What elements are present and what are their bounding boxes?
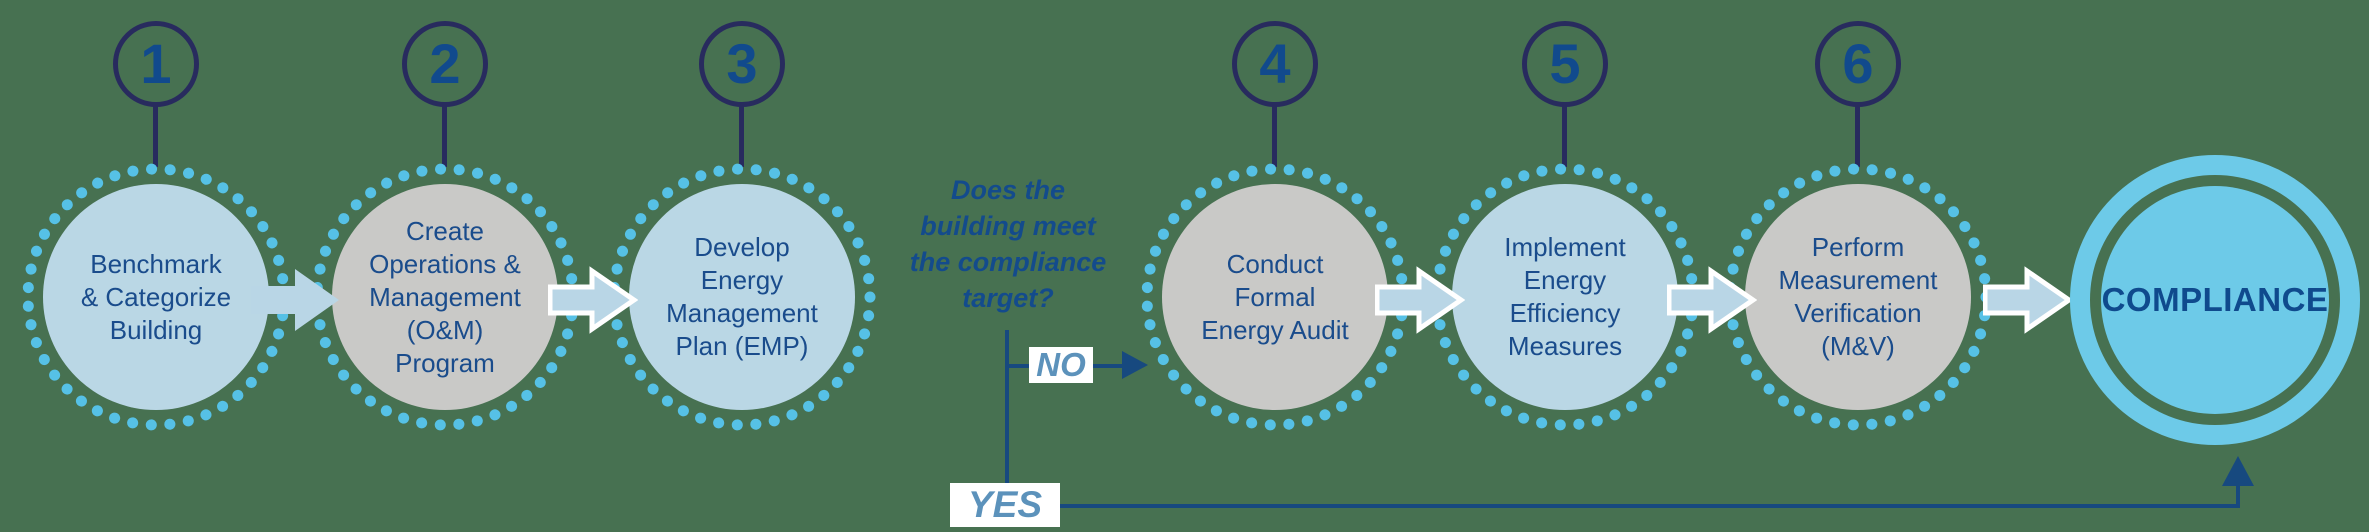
step-3: 3 Develop Energy Management Plan (EMP) <box>604 0 880 532</box>
step-1: 1 Benchmark & Categorize Building <box>18 0 294 532</box>
flow-arrow-icon <box>251 269 339 331</box>
step-5-bubble: Implement Energy Efficiency Measures <box>1452 184 1678 410</box>
step-number: 3 <box>726 32 758 95</box>
step-1-bubble: Benchmark & Categorize Building <box>43 184 269 410</box>
step-3-number-badge: 3 <box>699 21 785 107</box>
step-4-label: Conduct Formal Energy Audit <box>1201 248 1349 345</box>
flow-arrow-icon <box>1375 266 1465 334</box>
step-2-number-badge: 2 <box>402 21 488 107</box>
compliance-circle: COMPLIANCE <box>2101 186 2329 414</box>
step-2-connector-line <box>442 105 447 167</box>
step-number: 2 <box>429 32 461 95</box>
step-1-connector-line <box>153 105 158 167</box>
step-2-label: Create Operations & Management (O&M) Pro… <box>369 215 521 378</box>
decision-question: Does the building meet the compliance ta… <box>909 175 1107 313</box>
step-4-bubble: Conduct Formal Energy Audit <box>1162 184 1388 410</box>
step-number: 4 <box>1259 32 1291 95</box>
flow-arrow-icon <box>1667 266 1757 334</box>
yes-arrowhead-icon <box>2222 456 2254 486</box>
yes-branch-vertical-line <box>2236 486 2240 508</box>
step-4-number-badge: 4 <box>1232 21 1318 107</box>
step-6-number-badge: 6 <box>1815 21 1901 107</box>
no-label: NO <box>1029 346 1093 383</box>
step-3-label: Develop Energy Management Plan (EMP) <box>666 232 818 361</box>
step-5-connector-line <box>1562 105 1567 167</box>
step-2-bubble: Create Operations & Management (O&M) Pro… <box>332 184 558 410</box>
no-arrowhead-icon <box>1122 351 1148 379</box>
step-1-number-badge: 1 <box>113 21 199 107</box>
step-5-label: Implement Energy Efficiency Measures <box>1504 232 1626 361</box>
step-3-bubble: Develop Energy Management Plan (EMP) <box>629 184 855 410</box>
step-5-number-badge: 5 <box>1522 21 1608 107</box>
step-6: 6 Perform Measurement Verification (M&V) <box>1720 0 1996 532</box>
yes-label: YES <box>950 483 1060 527</box>
step-1-label: Benchmark & Categorize Building <box>80 248 232 345</box>
step-5: 5 Implement Energy Efficiency Measures <box>1427 0 1703 532</box>
step-2: 2 Create Operations & Management (O&M) P… <box>307 0 583 532</box>
step-4: 4 Conduct Formal Energy Audit <box>1137 0 1413 532</box>
step-4-connector-line <box>1272 105 1277 167</box>
decision-stem-line <box>1005 330 1009 486</box>
step-number: 5 <box>1549 32 1581 95</box>
step-6-connector-line <box>1855 105 1860 167</box>
step-6-label: Perform Measurement Verification (M&V) <box>1778 232 1938 361</box>
compliance-label: COMPLIANCE <box>2101 281 2329 318</box>
flow-arrow-icon <box>548 266 638 334</box>
flow-arrow-icon <box>1983 266 2073 334</box>
step-3-dotted-ring <box>608 163 876 431</box>
step-6-bubble: Perform Measurement Verification (M&V) <box>1745 184 1971 410</box>
step-number: 6 <box>1842 32 1874 95</box>
step-3-connector-line <box>739 105 744 167</box>
yes-branch-line <box>1060 504 2240 508</box>
step-number: 1 <box>140 32 172 95</box>
